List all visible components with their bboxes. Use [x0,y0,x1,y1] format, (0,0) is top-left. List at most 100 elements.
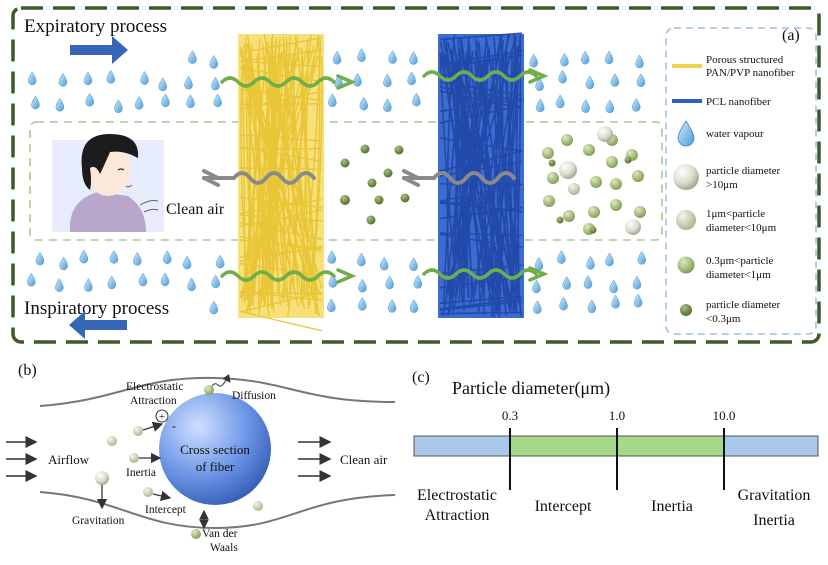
water-drop-icon [209,300,219,315]
water-drop-icon [59,256,68,271]
water-drop-icon [353,72,362,87]
vdw-label-line2: Waals [210,542,238,554]
water-drop-icon [587,299,597,314]
green-flow-arrows [220,68,549,284]
water-drop-icon [55,97,65,112]
water-drop-icon [583,275,593,289]
expiratory-label: Expiratory process [24,16,167,37]
water-drop-icon [560,52,569,67]
water-drop-icon [409,299,419,313]
water-drop-icon [140,71,149,85]
water-drop-icon [535,77,544,91]
particle [625,219,641,235]
water-drop-icon [604,50,614,65]
water-drop-icon [633,293,643,308]
intercept-label: Intercept [145,504,187,516]
particle [383,168,393,178]
seg-gravitation-line1: Gravitation [738,487,811,504]
water-drop-icon [585,75,595,90]
water-drop-icon [162,250,172,264]
seg-electrostatic-line2: Attraction [425,507,490,524]
water-drop-icon [611,294,620,309]
fiber-label-line1: Cross section [180,442,250,457]
particle [548,159,556,167]
particle [367,178,377,188]
particle-small-icon [677,256,695,274]
clean-air-b-label: Clean air [340,452,388,467]
mechanism-particles [95,374,263,539]
gravitation-label: Gravitation [72,515,125,527]
particle [360,144,370,154]
water-drop-icon [328,93,337,108]
legend-p2-line1: 1μm<particle [706,208,765,220]
water-drop-icon [85,92,94,107]
particle [366,215,376,225]
fiber-cross-section [159,393,271,505]
particle-tiny-icon [680,304,692,316]
plus-sign: + [159,411,165,423]
water-drop-icon [379,256,389,271]
gray-flow-arrows [202,169,516,187]
streamline-top [39,376,396,407]
water-drop-icon [114,99,123,114]
particles-panel-a [340,126,646,235]
water-drop-icon [357,252,366,267]
panel-b: (b) Cross section of fiber Airflow Clean… [6,362,396,554]
legend-p3-line2: diameter<1μm [706,269,771,281]
water-drop-icon [586,255,595,270]
pan-pvp-nanofiber-membrane [238,33,324,332]
water-drop-icon [187,277,196,292]
particle [589,226,597,234]
panel-c-label: (c) [412,369,430,386]
panel-a-label: (a) [782,27,800,44]
water-drop-icon [358,296,367,311]
water-drop-icon [637,250,647,265]
particle-medium-icon [676,210,696,230]
water-drop-icon [413,274,423,289]
particle [547,172,559,184]
minus-sign: - [172,419,176,433]
particle [556,216,564,224]
water-drop-icon [358,278,367,293]
legend-p3-line1: 0.3μm<particle [706,255,774,267]
water-drop-icon [383,98,392,112]
water-drop-icon [84,278,93,292]
water-drop-icon [58,72,68,87]
water-drop-icon [555,94,565,109]
water-drop-icon [407,71,416,86]
water-drop-icon [387,298,397,313]
electrostatic-label-line2: Attraction [130,395,177,407]
particle [568,183,580,195]
water-drop-icon [83,71,93,86]
electrostatic-label-line1: Electrostatic [126,381,183,393]
water-drop-icon [558,69,567,84]
particle [374,195,384,205]
particle [394,145,404,155]
particle [400,193,410,203]
water-drop-icon [26,272,36,287]
water-drop-icon [134,95,144,110]
particle [632,170,644,182]
water-drop-icon [182,255,192,270]
tick-1-0: 1.0 [609,408,625,423]
legend-pan-pvp-line2: PAN/PVP nanofiber [706,67,795,79]
water-drop-icon [107,275,117,290]
inspiratory-label: Inspiratory process [24,298,169,319]
particle [588,206,600,218]
particle [543,195,555,207]
water-drop-icon [412,92,421,107]
water-drop-icon [188,50,197,64]
water-drop-icon [160,272,170,287]
legend-pan-pvp-line1: Porous structured [706,54,784,66]
seg-gravitation-line2: Inertia [753,512,795,529]
vdw-label-line1: Van der [202,528,238,540]
water-drop-icon [27,71,37,86]
particle [340,158,350,168]
panel-c-title: Particle diameter(μm) [452,378,610,399]
range-bar-large [723,435,819,457]
water-drop-icon [359,96,369,111]
legend-pcl: PCL nanofiber [706,96,771,108]
legend-p4-line2: <0.3μm [706,313,741,325]
legend-water: water vapour [706,128,764,140]
